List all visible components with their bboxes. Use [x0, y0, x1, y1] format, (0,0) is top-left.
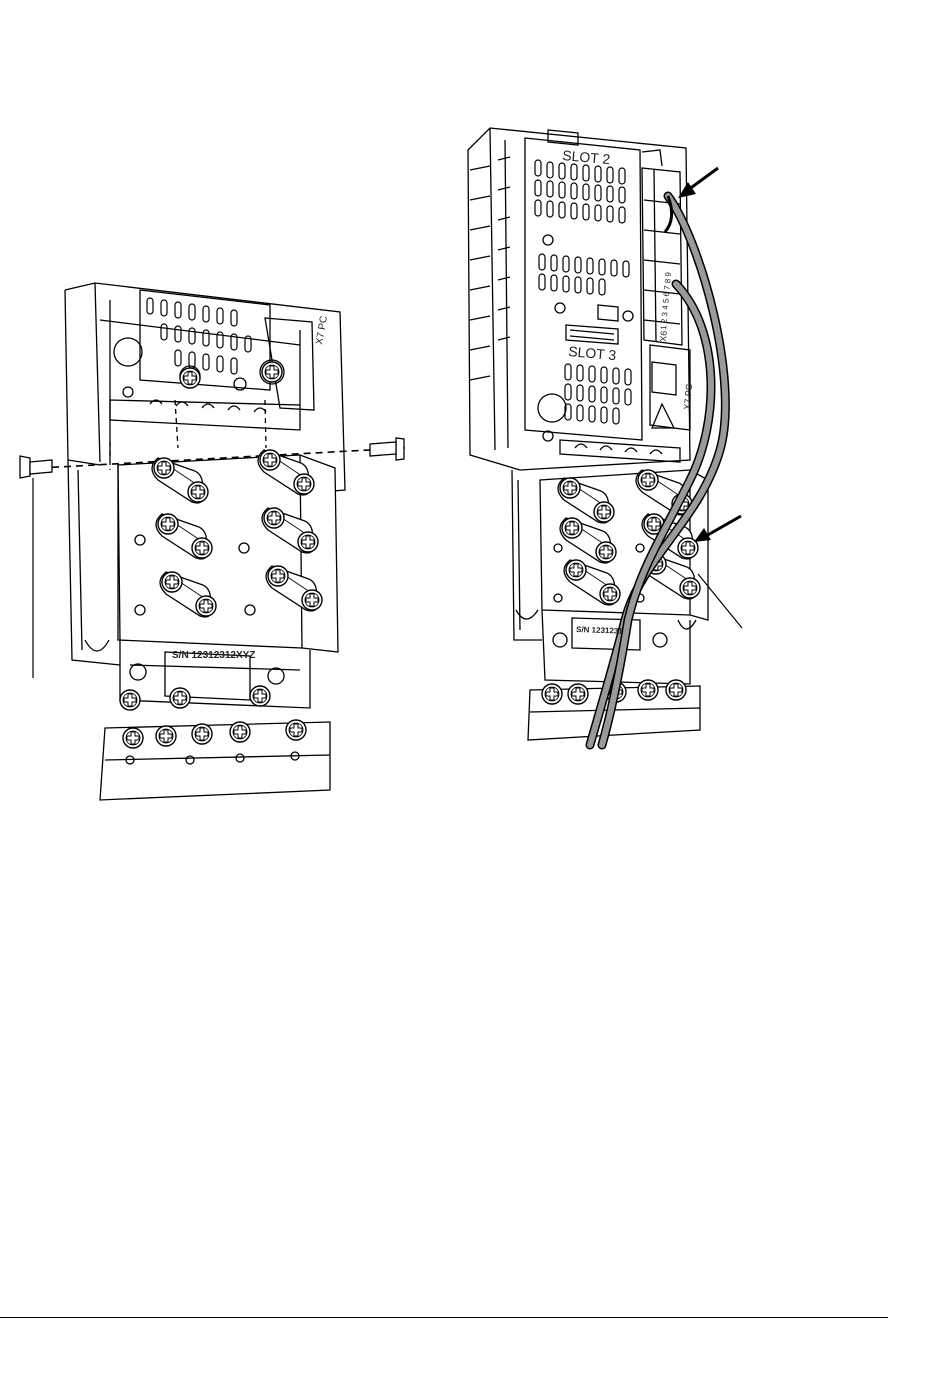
slot-2-label: SLOT 2	[562, 147, 611, 167]
arrow-icon-top	[678, 168, 718, 198]
left-vent-grid	[147, 298, 251, 374]
right-vent-grid-mid	[539, 254, 629, 295]
terminal-block-label: X6	[658, 330, 669, 342]
right-vent-grid-top	[535, 160, 625, 223]
footer-rule	[0, 1317, 888, 1318]
control-cables	[590, 196, 725, 745]
slot-3-label: SLOT 3	[568, 343, 617, 363]
left-drive-assembly	[40, 283, 405, 800]
right-loose-screw	[370, 438, 404, 460]
left-serial-plate: S/N 12312312XYZ	[172, 650, 255, 661]
left-connector-label: X7 PC	[314, 315, 330, 345]
right-serial-plate: S/N 1231231	[576, 625, 624, 636]
right-connector-label: X7 PC	[682, 383, 694, 410]
terminal-numbers: 1 2 3 4 5 6 7 8 9	[659, 271, 673, 330]
left-loose-screw	[20, 456, 52, 478]
right-vent-grid-bottom	[565, 364, 631, 424]
